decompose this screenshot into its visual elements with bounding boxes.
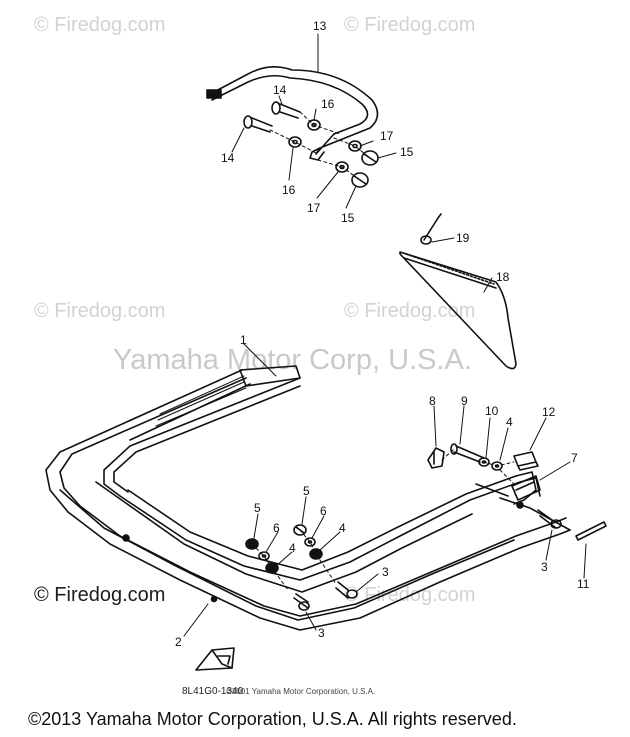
callout-4-right: 4: [506, 415, 513, 429]
washer-6-right: [304, 537, 316, 547]
cap-nut-15-lower: [351, 172, 369, 188]
callout-10: 10: [485, 404, 499, 418]
callout-5-right: 5: [303, 484, 310, 498]
callout-16-lower: 16: [282, 183, 296, 197]
diagram-code: 8L41G0-1340: [182, 686, 244, 697]
grab-bar-part: [206, 66, 379, 161]
watermark-mid-right: © Firedog.com: [344, 300, 476, 322]
bumper-frame-part: [45, 365, 571, 631]
bolt-9: [450, 443, 485, 463]
cap-nut-15-upper: [361, 150, 379, 166]
callout-3-right: 3: [541, 560, 548, 574]
callout-9: 9: [461, 394, 468, 408]
assembly-lines-right: [441, 448, 517, 487]
bolt-14-left: [243, 115, 273, 133]
callout-8: 8: [429, 394, 436, 408]
assembly-lines-left: [251, 529, 337, 591]
washer-17-upper: [348, 140, 362, 152]
callout-14-upper: 14: [273, 83, 287, 97]
callout-6-left: 6: [273, 521, 280, 535]
watermark-bottom-left: © Firedog.com: [34, 584, 166, 606]
callout-13: 13: [313, 19, 327, 33]
footer-copyright: ©2013 Yamaha Motor Corporation, U.S.A. A…: [28, 709, 517, 729]
callout-12: 12: [542, 405, 556, 419]
nut-4-mid: [309, 548, 323, 560]
watermark-top-left: © Firedog.com: [34, 14, 166, 36]
bracket-7: [511, 475, 541, 501]
callout-14-left: 14: [221, 151, 235, 165]
bolt-3-mid: [335, 581, 358, 599]
watermark-mid-left: © Firedog.com: [34, 300, 166, 322]
assembly-lines-upper: [269, 111, 371, 181]
callout-3-mid: 3: [382, 565, 389, 579]
end-cap-2: [195, 647, 235, 671]
clamp-8: [427, 447, 445, 469]
callout-7: 7: [571, 451, 578, 465]
bolt-3-right: [537, 509, 562, 529]
callout-17-upper: 17: [380, 129, 394, 143]
callout-4-left: 4: [289, 541, 296, 555]
watermark-top-right: © Firedog.com: [344, 14, 476, 36]
callout-19: 19: [456, 231, 470, 245]
callout-6-right: 6: [320, 504, 327, 518]
washer-17-lower: [335, 161, 349, 173]
washer-16-lower: [288, 136, 302, 148]
callout-11: 11: [577, 577, 590, 591]
callout-4-mid: 4: [339, 521, 346, 535]
callout-1: 1: [240, 333, 247, 347]
screw-19: [420, 213, 442, 245]
block-12: [513, 451, 539, 471]
callout-16-upper: 16: [321, 97, 335, 111]
washer-6-left: [258, 551, 270, 561]
watermark-center: Yamaha Motor Corp, U.S.A.: [113, 344, 472, 376]
flap-part: [399, 251, 517, 370]
callout-3-left: 3: [318, 626, 325, 640]
callout-5-left: 5: [254, 501, 261, 515]
bolt-3-left: [293, 593, 310, 611]
leader-lines: [183, 33, 587, 637]
bolt-14-upper: [271, 101, 301, 119]
inner-copyright: ©2001 Yamaha Motor Corporation, U.S.A.: [226, 687, 376, 696]
callout-2: 2: [175, 635, 182, 649]
strip-11: [575, 521, 607, 541]
callout-17-lower: 17: [307, 201, 321, 215]
callout-18: 18: [496, 270, 510, 284]
callout-15-lower: 15: [341, 211, 355, 225]
callout-15-upper: 15: [400, 145, 414, 159]
